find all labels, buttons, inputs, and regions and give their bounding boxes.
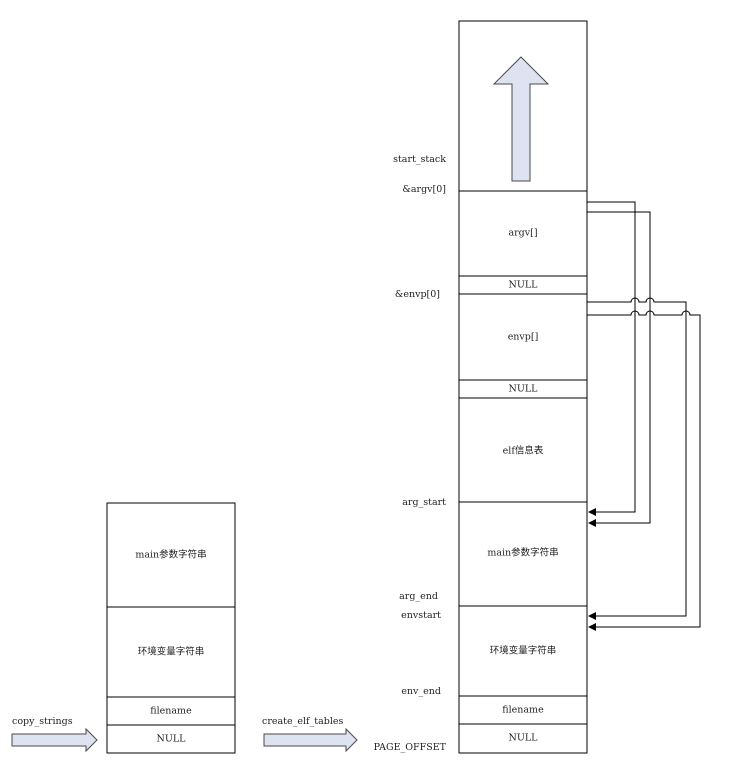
right-stack [458,20,588,754]
label-env-end: env_end [401,686,441,697]
left-stack [106,502,236,754]
right-cell-filename: filename [502,705,544,716]
envp-pointer-connector-a [587,297,687,620]
left-stack-frame [106,502,236,754]
argv-pointer-connector-a [587,201,636,516]
label-argv0: &argv[0] [402,184,446,195]
right-cell-envp: envp[] [508,332,539,343]
right-cell-main-args: main参数字符串 [487,547,558,559]
label-envstart: envstart [401,610,441,621]
left-cell-main-args: main参数字符串 [135,549,206,561]
right-cell-argv-null: NULL [509,280,539,291]
copy-strings-arrow-icon [11,727,98,753]
label-start-stack: start_stack [393,154,446,165]
create-elf-tables-label: create_elf_tables [262,716,343,727]
label-page-offset: PAGE_OFFSET [374,742,447,753]
label-arg-end: arg_end [399,591,438,602]
right-cell-argv: argv[] [508,228,537,239]
envp-pointer-connector-b [587,310,701,631]
left-cell-null: NULL [157,734,187,745]
label-envp0: &envp[0] [395,289,440,300]
create-elf-tables-arrow-icon [263,727,358,753]
stack-growth-up-arrow-icon [492,56,550,182]
copy-strings-label: copy_strings [12,716,73,727]
right-stack-frame [458,20,588,754]
right-cell-env-strings: 环境变量字符串 [490,645,557,657]
right-cell-elf-table: elf信息表 [503,445,544,457]
argv-pointer-connector-b [587,211,651,527]
right-cell-envp-null: NULL [509,384,539,395]
label-arg-start: arg_start [402,497,446,508]
pointer-connectors [587,201,701,631]
left-cell-filename: filename [150,706,192,717]
left-cell-env-strings: 环境变量字符串 [138,646,205,658]
right-cell-null: NULL [509,733,539,744]
